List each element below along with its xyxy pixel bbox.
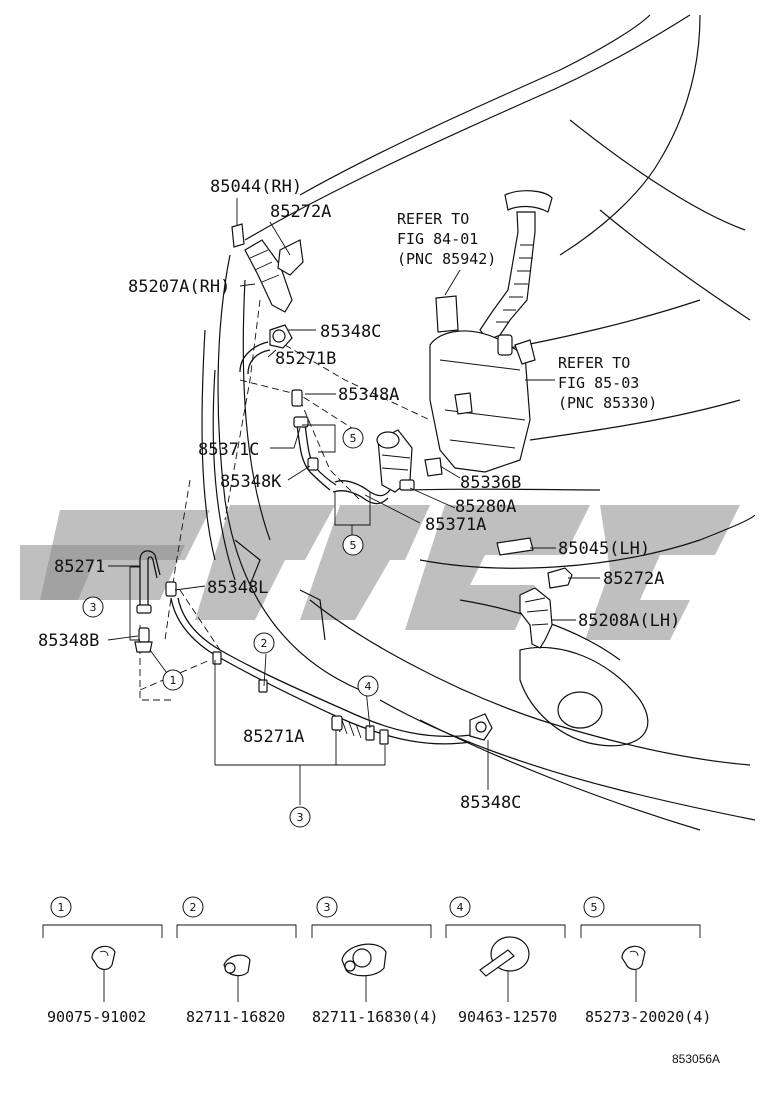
svg-text:4: 4	[457, 901, 464, 914]
label-joint-upper: 85348A	[338, 385, 399, 405]
callout-5-top	[342, 427, 364, 449]
left-hose-assembly	[134, 550, 493, 745]
svg-text:3: 3	[90, 601, 97, 614]
figure-id: 853056A	[672, 1052, 720, 1066]
refer-a-line2: FIG 84-01	[397, 230, 478, 248]
label-nozzle-rh: 85207A(RH)	[128, 277, 230, 297]
label-pump-motor: 85280A	[455, 497, 516, 517]
label-bracket-lower: 85272A	[603, 569, 664, 589]
label-joint-b: 85348B	[38, 631, 99, 651]
svg-text:5: 5	[350, 539, 357, 552]
callout-circles: 5 5 3 1 2 4 3	[82, 427, 379, 828]
grouping-brackets	[129, 424, 386, 805]
refer-a-line3: (PNC 85942)	[397, 250, 496, 268]
refer-b-line2: FIG 85-03	[558, 374, 639, 392]
vehicle-body-outline	[201, 14, 756, 831]
nozzle-rh-assembly	[231, 223, 391, 505]
legend-code-4: 90463-12570	[458, 1008, 557, 1026]
svg-text:3: 3	[324, 901, 331, 914]
legend-code-5: 85273-20020(4)	[585, 1008, 711, 1026]
refer-note-a: REFER TO FIG 84-01 (PNC 85942)	[397, 210, 496, 268]
label-hose-upper: 85271B	[275, 349, 336, 369]
svg-text:1: 1	[58, 901, 65, 914]
label-hose-left: 85271	[54, 557, 105, 577]
bracket-rh	[277, 239, 304, 276]
label-grommet: 85336B	[460, 473, 521, 493]
nozzle-lh-body	[519, 587, 553, 649]
refer-b-line1: REFER TO	[558, 354, 630, 372]
legend: 1 90075-91002 2 82711-16820 3 82711-1683…	[42, 896, 711, 1026]
refer-b-line3: (PNC 85330)	[558, 394, 657, 412]
legend-item-2: 2 82711-16820	[176, 896, 297, 1026]
legend-item-5: 5 85273-20020(4)	[580, 896, 711, 1026]
svg-text:2: 2	[190, 901, 197, 914]
legend-item-1: 1 90075-91002	[42, 896, 163, 1026]
label-joint-l: 85348L	[207, 578, 268, 598]
label-valve-lower: 85348C	[460, 793, 521, 813]
label-hose-long: 85271A	[243, 727, 304, 747]
callout-3-left	[82, 596, 104, 618]
nozzle-lh-assembly	[496, 537, 573, 649]
label-nozzle-lh-cover: 85045(LH)	[558, 539, 650, 559]
callout-3-bottom	[289, 806, 311, 828]
label-hose-mid-a: 85371A	[425, 515, 486, 535]
svg-text:1: 1	[170, 674, 177, 687]
part-labels: 85044(RH) 85272A 85207A(RH) 85348C 85271…	[38, 177, 680, 813]
label-bracket-upper: 85272A	[270, 202, 331, 222]
label-nozzle-lh: 85208A(LH)	[578, 611, 680, 631]
svg-text:4: 4	[365, 680, 372, 693]
legend-code-2: 82711-16820	[186, 1008, 285, 1026]
callout-5-bottom	[342, 534, 364, 556]
refer-a-line1: REFER TO	[397, 210, 469, 228]
label-nozzle-rh-cover: 85044(RH)	[210, 177, 302, 197]
svg-text:3: 3	[297, 811, 304, 824]
legend-item-4: 4 90463-12570	[445, 896, 566, 1026]
legend-item-3: 3 82711-16830(4)	[311, 896, 438, 1026]
nozzle-rh-cover	[231, 223, 245, 248]
legend-code-3: 82711-16830(4)	[312, 1008, 438, 1026]
pump-motor	[376, 429, 415, 493]
bracket-lh	[547, 567, 573, 589]
svg-text:5: 5	[350, 432, 357, 445]
legend-code-1: 90075-91002	[47, 1008, 146, 1026]
washer-tank	[424, 190, 553, 477]
callout-1	[162, 669, 184, 691]
callout-4	[357, 675, 379, 697]
svg-text:2: 2	[261, 637, 268, 650]
label-valve-upper: 85348C	[320, 322, 381, 342]
svg-text:5: 5	[591, 901, 598, 914]
callout-2	[253, 632, 275, 654]
refer-note-b: REFER TO FIG 85-03 (PNC 85330)	[558, 354, 657, 412]
label-joint-k: 85348K	[220, 472, 282, 492]
label-hose-mid-c: 85371C	[198, 440, 259, 460]
nozzle-rh-body	[244, 239, 293, 313]
watermark-logo	[20, 505, 740, 640]
nozzle-lh-cover	[496, 537, 534, 556]
